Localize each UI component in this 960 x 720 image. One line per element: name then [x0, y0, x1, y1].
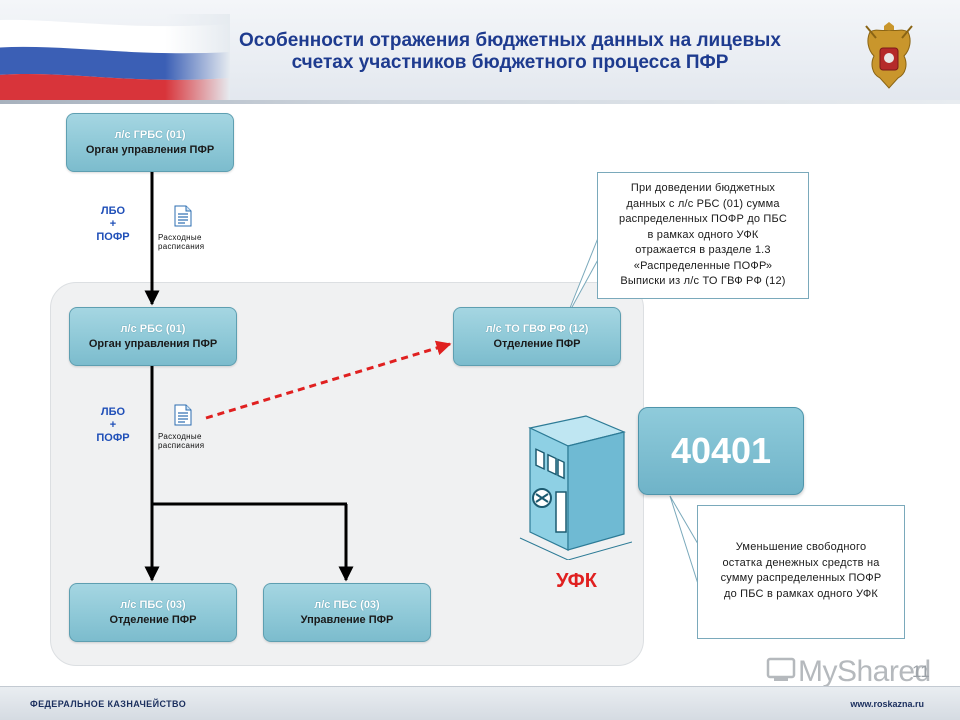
vault-building-icon	[519, 415, 632, 560]
callout-top: При доведении бюджетных данных с л/с РБС…	[597, 172, 809, 299]
box-rbs-account: л/с РБС (01)	[120, 322, 186, 335]
callout-top-line: данных с л/с РБС (01) сумма	[626, 197, 780, 210]
callout-bottom-line: до ПБС в рамках одного УФК	[723, 587, 879, 600]
box-to-gvf-account: л/с ТО ГВФ РФ (12)	[485, 322, 589, 335]
account-40401-box: 40401	[638, 407, 804, 495]
document-label-top: Расходные расписания	[158, 233, 204, 251]
callout-bottom: Уменьшение свободного остатка денежных с…	[697, 505, 905, 639]
document-icon	[174, 404, 192, 426]
box-pbs-otd-account: л/с ПБС (03)	[120, 598, 186, 611]
lbo-top-line2: +	[109, 218, 117, 230]
page-number: 11	[912, 662, 930, 681]
box-rbs-org: Орган управления ПФР	[88, 337, 218, 350]
callout-top-line: распределенных ПОФР до ПБС	[619, 213, 787, 225]
box-pbs-upr: л/с ПБС (03) Управление ПФР	[263, 583, 431, 642]
state-emblem-icon	[865, 22, 913, 89]
document-top-line2: расписания	[158, 242, 205, 251]
footer-website-link[interactable]: www.roskazna.ru	[850, 699, 924, 709]
callout-top-line: отражается в разделе 1.3	[635, 244, 771, 256]
lbo-label-bottom: ЛБО + ПОФР	[88, 406, 138, 445]
callout-top-pointer	[565, 237, 601, 319]
box-grbs-org: Орган управления ПФР	[85, 143, 215, 156]
document-label-bottom: Расходные расписания	[158, 432, 204, 450]
header-divider	[0, 100, 960, 104]
title-line-2: счетах участников бюджетного процесса ПФ…	[291, 52, 729, 73]
box-pbs-upr-account: л/с ПБС (03)	[314, 598, 380, 611]
watermark-text: MyShared	[798, 655, 931, 688]
callout-top-line: При доведении бюджетных	[630, 182, 776, 194]
lbo-bottom-line3: ПОФР	[96, 432, 130, 444]
document-top-line1: Расходные	[158, 233, 202, 242]
ufk-label: УФК	[556, 570, 597, 592]
footer: ФЕДЕРАЛЬНОЕ КАЗНАЧЕЙСТВО www.roskazna.ru	[0, 686, 960, 720]
document-icon	[174, 205, 192, 227]
callout-top-line: Выписки из л/с ТО ГВФ РФ (12)	[620, 275, 786, 287]
lbo-label-top: ЛБО + ПОФР	[88, 205, 138, 244]
lbo-bottom-line1: ЛБО	[100, 406, 126, 418]
box-pbs-otd-org: Отделение ПФР	[109, 613, 197, 626]
box-pbs-otd: л/с ПБС (03) Отделение ПФР	[69, 583, 237, 642]
box-to-gvf-org: Отделение ПФР	[493, 337, 581, 350]
box-grbs: л/с ГРБС (01) Орган управления ПФР	[66, 113, 234, 172]
callout-bottom-pointer	[669, 495, 699, 585]
lbo-bottom-line2: +	[109, 419, 117, 431]
callout-bottom-line: остатка денежных средств на	[722, 556, 880, 569]
lbo-top-line1: ЛБО	[100, 205, 126, 217]
lbo-top-line3: ПОФР	[96, 231, 130, 243]
callout-bottom-line: сумму распределенных ПОФР	[720, 572, 882, 584]
callout-top-line: в рамках одного УФК	[647, 228, 759, 241]
box-to-gvf: л/с ТО ГВФ РФ (12) Отделение ПФР	[453, 307, 621, 366]
russian-flag-banner	[0, 14, 230, 104]
watermark: MyShared	[766, 655, 931, 689]
document-bottom-line2: расписания	[158, 441, 205, 450]
dashed-arrow-to-to-gvf	[205, 340, 452, 420]
title-line-1: Особенности отражения бюджетных данных н…	[239, 30, 781, 51]
header: Особенности отражения бюджетных данных н…	[0, 0, 960, 104]
callout-bottom-line: Уменьшение свободного	[735, 541, 867, 553]
box-rbs: л/с РБС (01) Орган управления ПФР	[69, 307, 237, 366]
document-bottom-line1: Расходные	[158, 432, 202, 441]
box-pbs-upr-org: Управление ПФР	[300, 613, 394, 626]
callout-top-line: «Распределенные ПОФР»	[633, 259, 773, 272]
footer-org-name: ФЕДЕРАЛЬНОЕ КАЗНАЧЕЙСТВО	[30, 699, 187, 709]
box-grbs-account: л/с ГРБС (01)	[114, 128, 186, 141]
page-title: Особенности отражения бюджетных данных н…	[190, 30, 830, 74]
watermark-icon	[766, 657, 796, 681]
